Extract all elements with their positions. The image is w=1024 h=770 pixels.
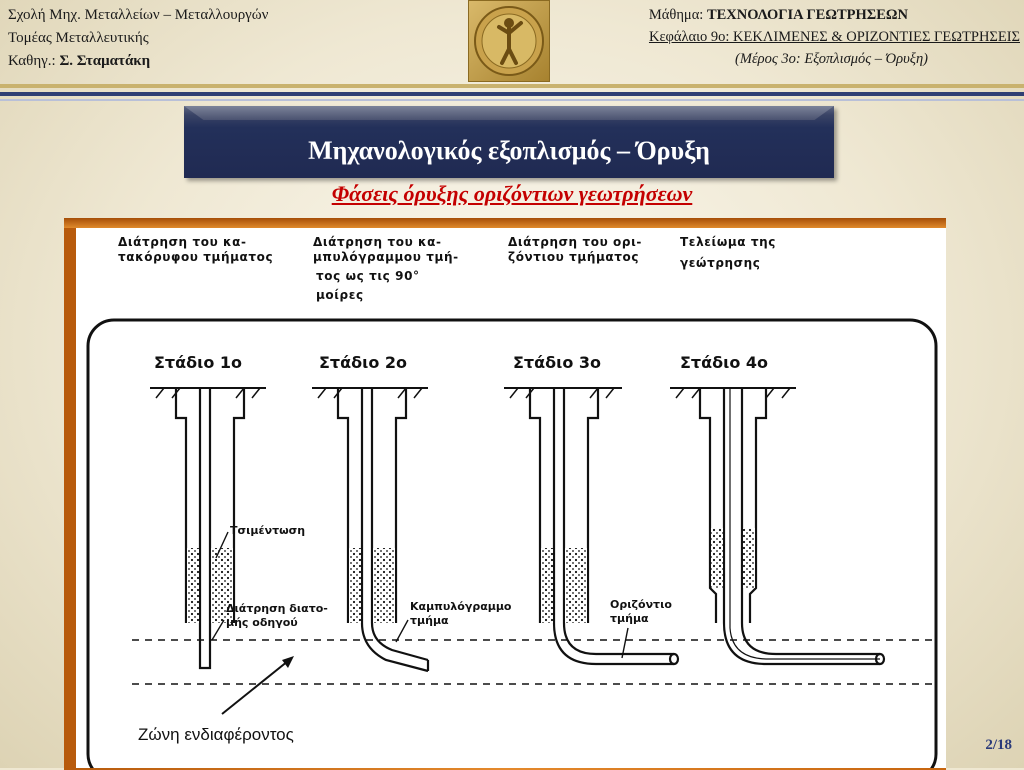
phase-label-3: Διάτρηση του ορι- ζόντιου τμήματος	[508, 235, 647, 264]
chapter-line: Κεφάλαιο 9ο: ΚΕΚΛΙΜΕΝΕΣ & ΟΡΙΖΟΝΤΙΕΣ ΓΕΩ…	[648, 29, 1020, 45]
figure-outline	[86, 318, 938, 768]
part-line: (Μέρος 3ο: Εξοπλισμός – Όρυξη)	[735, 51, 928, 67]
well-stage-4	[698, 388, 886, 666]
ground-surfaces	[150, 387, 796, 399]
stage-label-4: Στάδιο 4ο	[680, 353, 768, 372]
figure-drawing: Διάτρηση του κα- τακόρυφου τμήματος Διάτ…	[86, 235, 938, 768]
slide-title: Μηχανολογικός εξοπλισμός – Όρυξη	[308, 136, 710, 165]
professor-name: Σ. Σταματάκη	[59, 53, 151, 69]
header-rule-light	[0, 99, 1024, 101]
slide-title-box: Μηχανολογικός εξοπλισμός – Όρυξη	[184, 106, 834, 178]
zone-arrow	[221, 656, 294, 715]
phase-label-2: Διάτρηση του κα- μπυλόγραμμου τμή- τος ω…	[313, 235, 463, 302]
annotation-cementing: Τσιμέντωση	[230, 524, 305, 537]
well-stage-3	[528, 388, 680, 666]
course-line: Μάθημα: ΤΕΧΝΟΛΟΓΙΑ ΓΕΩΤΡΗΣΕΩΝ	[580, 4, 1020, 26]
well-stage-1	[174, 388, 246, 670]
page-number: 2/18	[985, 737, 1012, 753]
annotation-curved-section: Καμπυλόγραμμο τμήμα	[410, 600, 515, 627]
annotation-horizontal-section: Οριζόντιο τμήμα	[610, 598, 676, 625]
phase-label-1: Διάτρηση του κα- τακόρυφου τμήματος	[118, 235, 273, 264]
stage-label-1: Στάδιο 1ο	[154, 353, 242, 372]
school-name: Σχολή Μηχ. Μεταλλείων – Μεταλλουργών	[8, 7, 269, 23]
header-rule-gold	[0, 84, 1024, 88]
slide-subtitle: Φάσεις όρυξης οριζόντιων γεωτρήσεων	[331, 181, 693, 206]
zone-label: Ζώνη ενδιαφέροντος	[138, 725, 294, 744]
header-rule-navy	[0, 92, 1024, 96]
stage-label-2: Στάδιο 2ο	[319, 353, 407, 372]
professor-prefix: Καθηγ.:	[8, 53, 56, 69]
header-right: Μάθημα: ΤΕΧΝΟΛΟΓΙΑ ΓΕΩΤΡΗΣΕΩΝ Κεφάλαιο 9…	[580, 4, 1020, 70]
well-stage-2	[336, 388, 430, 673]
header-left: Σχολή Μηχ. Μεταλλείων – Μεταλλουργών Τομ…	[8, 4, 268, 73]
annotation-leaders	[211, 531, 629, 659]
annotation-pilot-bore: Διάτρηση διατο- μής οδηγού	[226, 602, 332, 629]
zone-boundaries	[132, 639, 936, 685]
professor-line: Καθηγ.: Σ. Σταματάκη	[8, 50, 268, 73]
course-prefix: Μάθημα:	[648, 7, 704, 23]
stage-label-3: Στάδιο 3ο	[513, 353, 601, 372]
university-seal-icon	[468, 0, 550, 82]
drilling-phases-figure: Διάτρηση του κα- τακόρυφου τμήματος Διάτ…	[76, 228, 946, 768]
department-name: Τομέας Μεταλλευτικής	[8, 30, 149, 46]
phase-label-4: Τελείωμα της γεώτρησης	[680, 235, 781, 270]
course-name: ΤΕΧΝΟΛΟΓΙΑ ΓΕΩΤΡΗΣΕΩΝ	[706, 7, 908, 23]
